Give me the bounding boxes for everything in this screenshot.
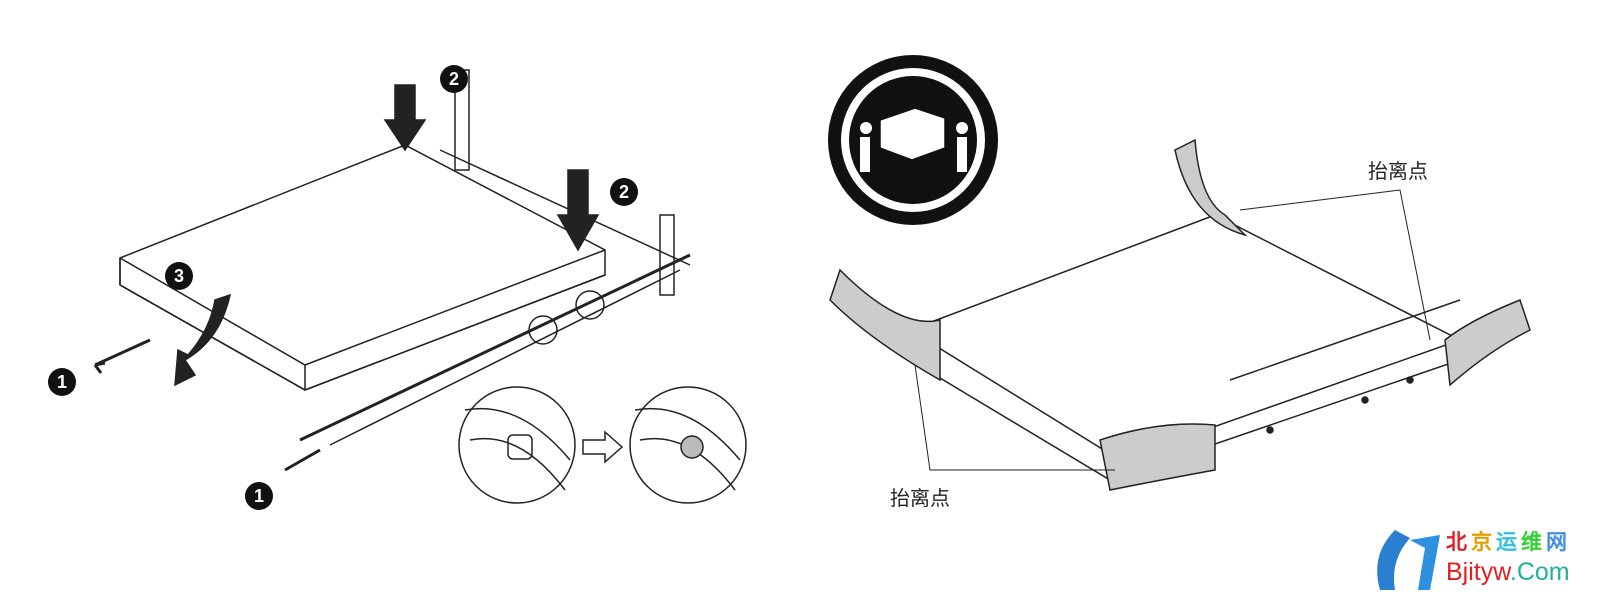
step-badge-2: 2 xyxy=(610,178,638,206)
server-rail-install-illustration xyxy=(93,69,747,504)
wm-char: 运 xyxy=(1496,530,1521,554)
wm-char: 京 xyxy=(1471,530,1496,554)
wm-en-suffix: .Com xyxy=(1509,558,1570,586)
step-badge-2: 2 xyxy=(440,65,468,93)
step-badge-3: 3 xyxy=(165,262,193,290)
lift-point-label: 抬离点 xyxy=(1368,159,1428,183)
lift-safety-icon xyxy=(828,55,998,225)
wm-char: 维 xyxy=(1521,530,1546,554)
watermark-en: Bjityw.Com xyxy=(1446,558,1570,587)
step-badge-1: 1 xyxy=(48,368,76,396)
wm-char: 北 xyxy=(1446,530,1471,554)
wm-en-name: Bjityw xyxy=(1446,558,1510,586)
watermark-cn: 北京运维网 xyxy=(1446,526,1571,556)
server-lift-illustration xyxy=(829,138,1531,491)
wm-char: 网 xyxy=(1546,530,1571,554)
watermark-logo-icon xyxy=(1377,530,1410,590)
lift-point-label: 抬离点 xyxy=(890,486,950,510)
step-badge-1: 1 xyxy=(245,482,273,510)
